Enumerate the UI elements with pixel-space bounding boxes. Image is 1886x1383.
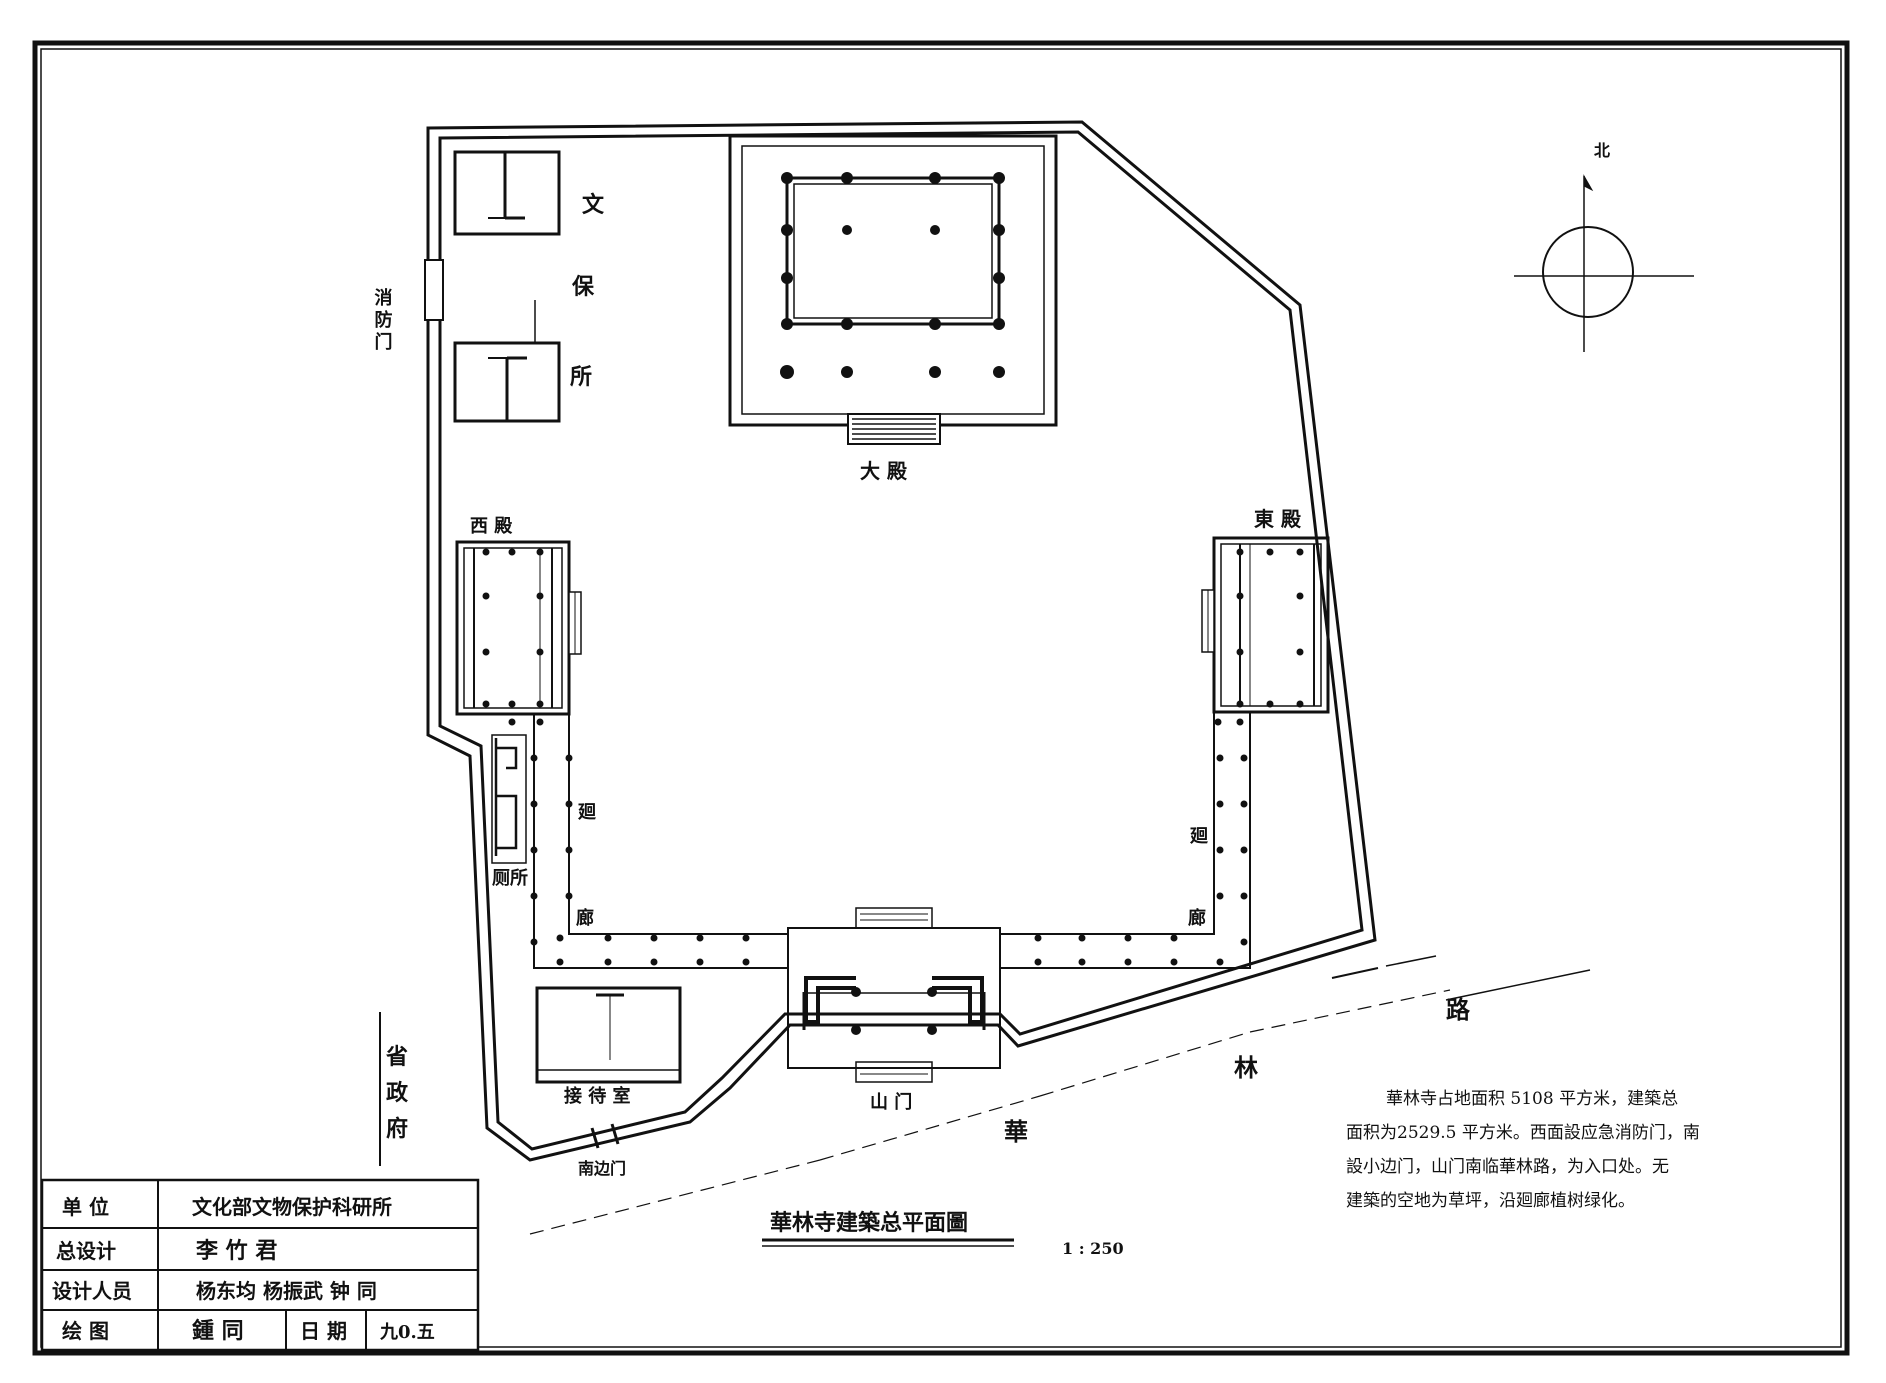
label-road-1: 華 <box>1004 1117 1028 1146</box>
label-south-side-gate: 南边门 <box>578 1159 626 1178</box>
main-hall <box>728 134 1058 445</box>
label-road-3: 路 <box>1446 995 1471 1024</box>
label-guard-room: 接 待 室 <box>564 1085 631 1107</box>
office-buildings <box>453 150 561 423</box>
label-toilet: 厕所 <box>492 868 528 889</box>
fire-gate <box>424 259 444 321</box>
label-north: 北 <box>1594 141 1610 160</box>
drawing-scale: 1 : 250 <box>1062 1239 1124 1258</box>
plan-labels: 文 保 所 消防门 大 殿 西 殿 東 殿 廻 廊 廻 廊 厕所 接 待 室 山… <box>372 141 1611 1178</box>
north-compass <box>1514 174 1694 352</box>
label-east-hall: 東 殿 <box>1254 507 1302 531</box>
description-line-1: 華林寺占地面积 5108 平方米，建築总 <box>1386 1089 1678 1109</box>
label-office-1: 文 <box>582 192 605 218</box>
title-block-date-label: 日 期 <box>300 1319 347 1343</box>
mountain-gate-columns <box>851 987 937 1035</box>
description-line-4: 建築的空地为草坪，沿廻廊植树绿化。 <box>1346 1191 1635 1211</box>
title-block-unit-value: 文化部文物保护科研所 <box>192 1195 392 1219</box>
east-hall <box>1201 536 1330 726</box>
label-provincial-govt-3: 府 <box>386 1116 408 1142</box>
label-east-corridor-2: 廊 <box>1188 907 1206 929</box>
road-lines <box>529 955 1591 1235</box>
label-provincial-govt-2: 政 <box>386 1080 409 1106</box>
title-block-designers-label: 设计人员 <box>52 1279 132 1303</box>
label-office-3: 所 <box>570 364 592 390</box>
label-east-corridor-1: 廻 <box>1189 826 1209 847</box>
label-main-hall: 大 殿 <box>860 459 908 483</box>
title-block-unit-label: 单 位 <box>62 1195 109 1219</box>
label-road-2: 林 <box>1234 1053 1258 1082</box>
title-block-designers-value: 杨东均 杨振武 钟 同 <box>196 1279 377 1303</box>
description-note: 華林寺占地面积 5108 平方米，建築总 面积为2529.5 平方米。西面設应急… <box>1346 1089 1700 1211</box>
title-block: 单 位 文化部文物保护科研所 总设计 李 竹 君 设计人员 杨东均 杨振武 钟 … <box>40 1178 480 1352</box>
mountain-gate <box>787 907 1001 1083</box>
guard-room <box>535 986 682 1084</box>
title-block-drafter-value: 鍾 同 <box>192 1318 244 1344</box>
compound-wall <box>426 120 1377 1162</box>
toilet <box>491 734 527 864</box>
corridors <box>533 712 1251 969</box>
west-hall <box>455 540 582 726</box>
label-mountain-gate: 山 门 <box>870 1091 912 1113</box>
label-fire-gate: 消防门 <box>372 287 393 354</box>
sheet-border <box>32 40 1850 1356</box>
description-line-3: 設小边门，山门南临華林路，为入口处。无 <box>1346 1157 1669 1177</box>
title-block-date-value: 九0.五 <box>379 1322 435 1343</box>
label-west-corridor-1: 廻 <box>577 802 597 823</box>
drawing-title-block: 華林寺建築总平面圖 1 : 250 <box>762 1210 1124 1258</box>
label-office-2: 保 <box>571 274 595 300</box>
label-west-corridor-2: 廊 <box>576 907 594 929</box>
drawing-title: 華林寺建築总平面圖 <box>770 1210 968 1236</box>
label-west-hall: 西 殿 <box>470 516 513 537</box>
title-block-chief-designer-value: 李 竹 君 <box>195 1238 277 1264</box>
south-side-gate <box>590 1123 620 1149</box>
title-block-chief-designer-label: 总设计 <box>56 1239 116 1263</box>
corridor-columns <box>530 754 1248 966</box>
title-block-drafter-label: 绘 图 <box>62 1319 109 1343</box>
description-line-2: 面积为2529.5 平方米。西面設应急消防门，南 <box>1346 1123 1700 1143</box>
label-provincial-govt-1: 省 <box>385 1044 408 1070</box>
